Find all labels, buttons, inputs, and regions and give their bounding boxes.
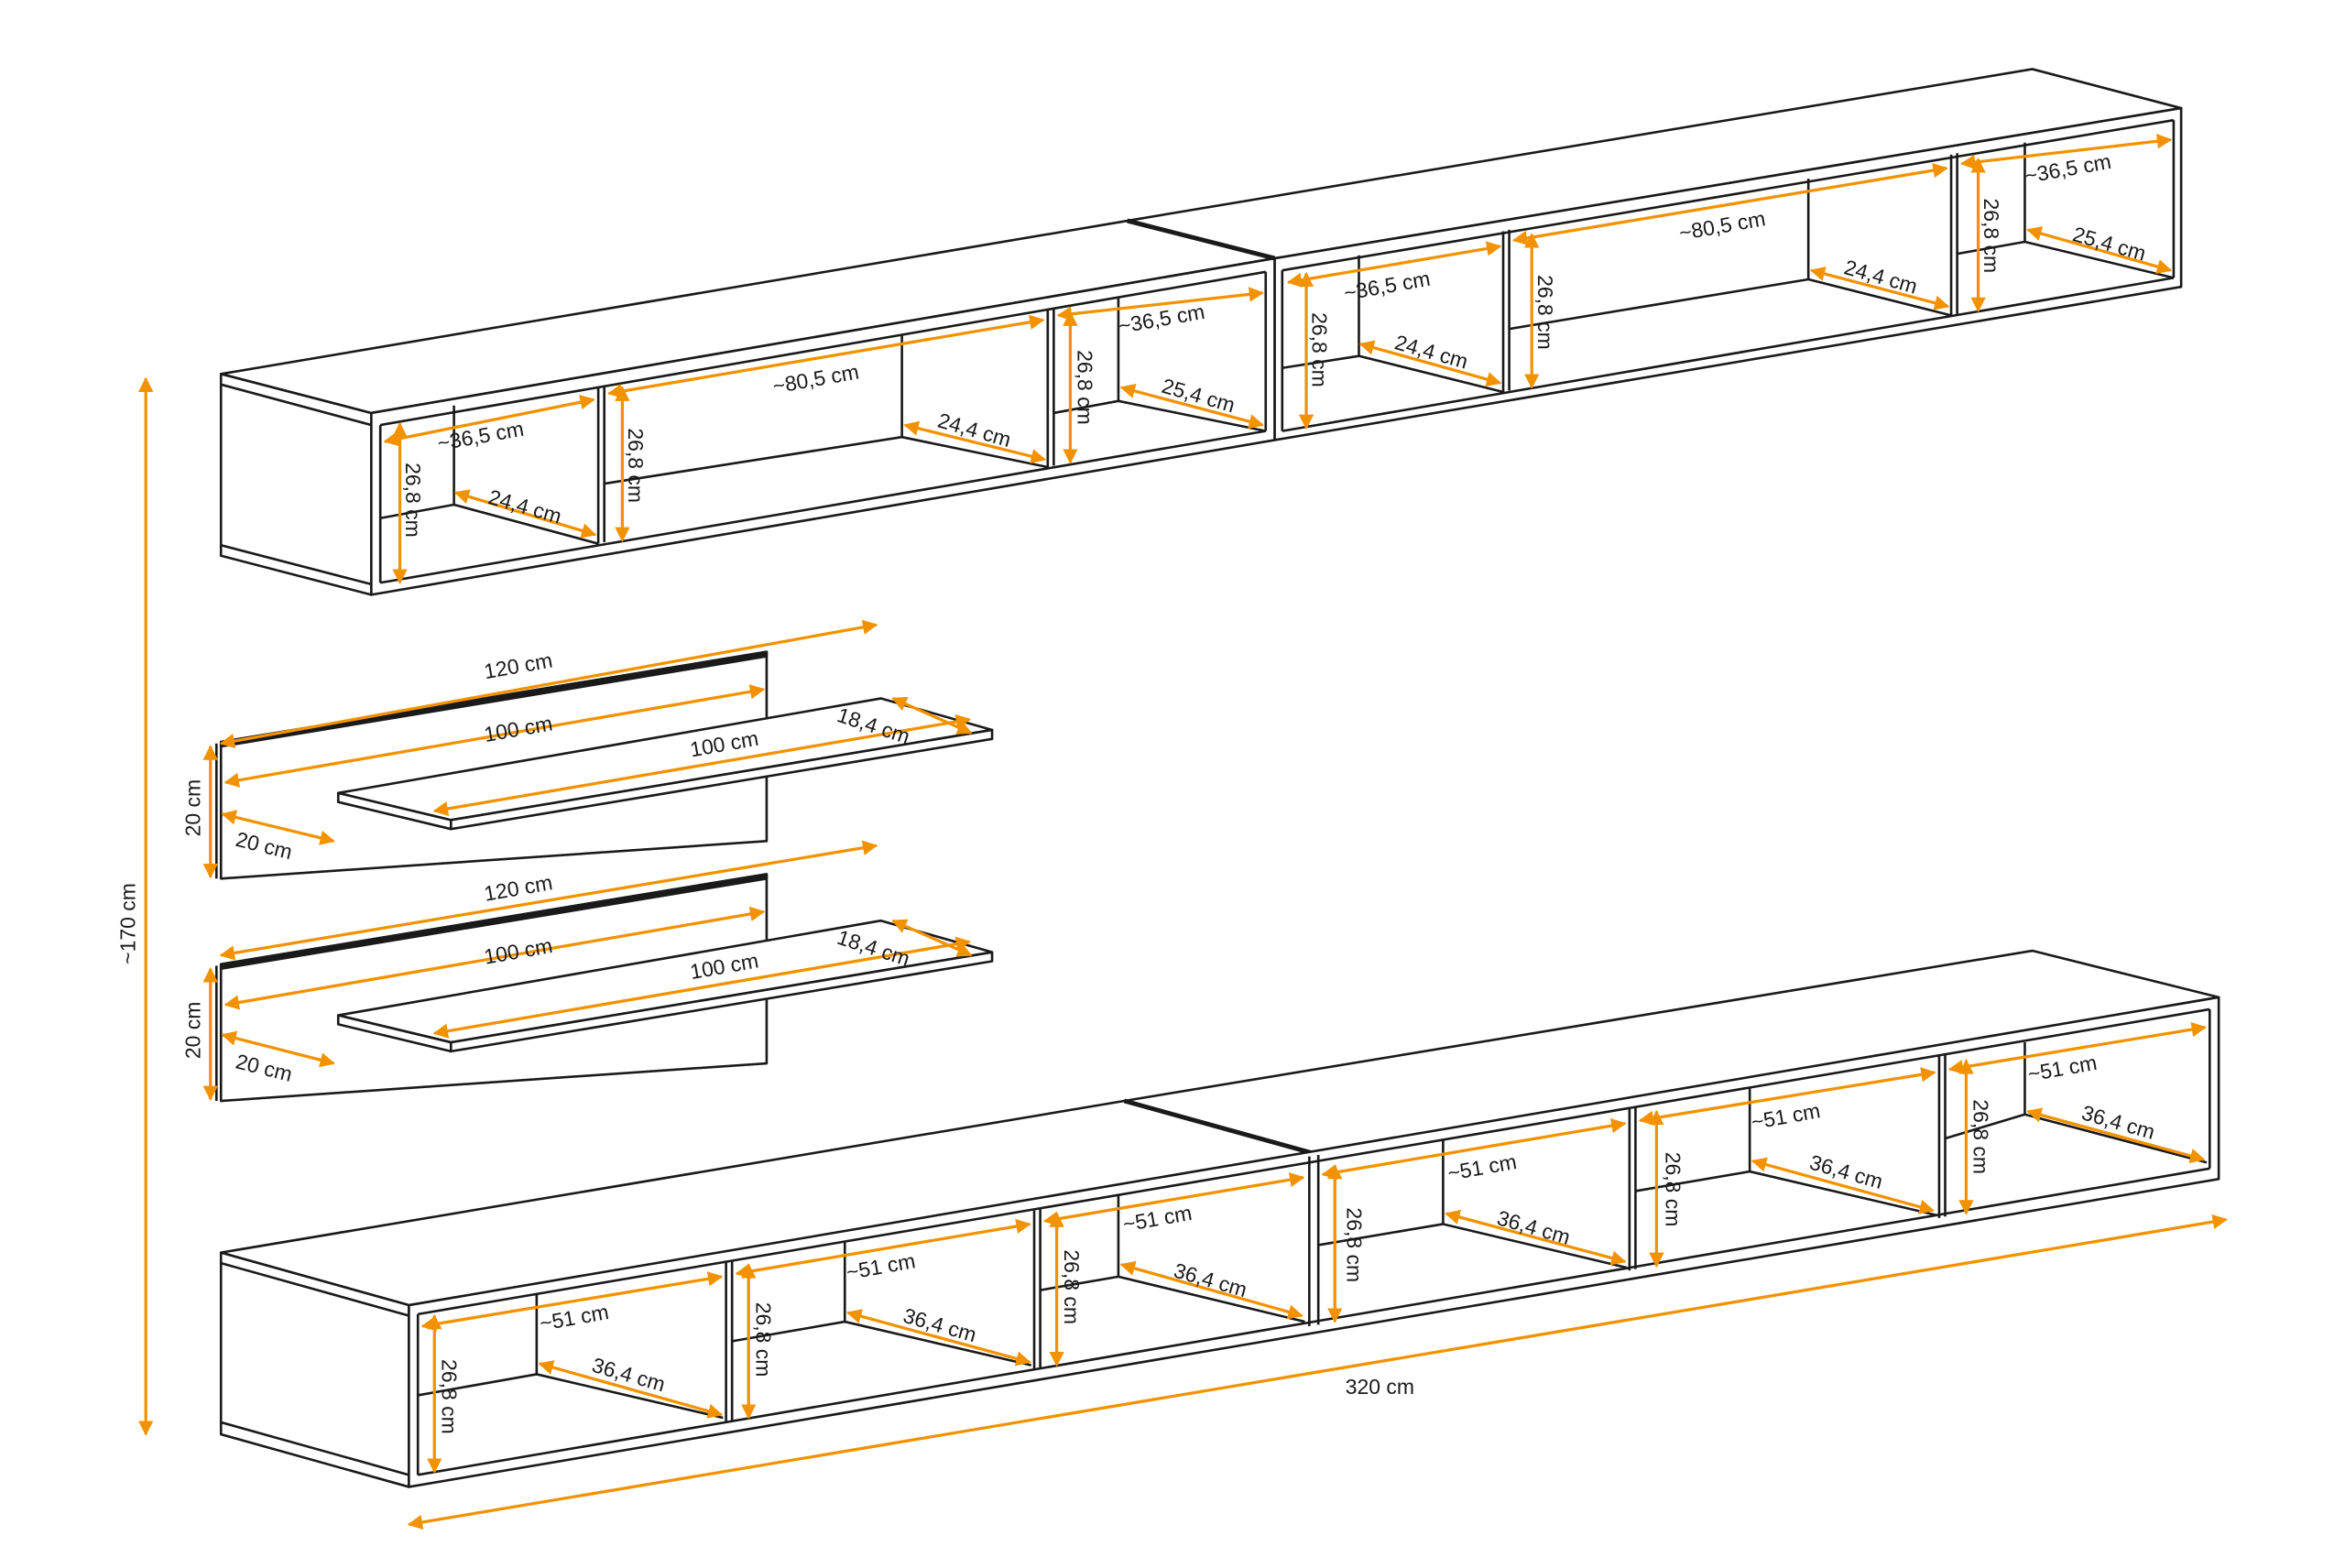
dim-arrow xyxy=(1056,287,1265,321)
upper-right-c3-height: 26,8 cm xyxy=(1980,198,2003,273)
upper-left-c1-height: 26,8 cm xyxy=(401,463,425,538)
dim-arrow xyxy=(606,314,1045,399)
dim-arrow xyxy=(221,1030,335,1068)
lower-c2-height: 26,8 cm xyxy=(751,1302,775,1377)
lower-c1-height: 26,8 cm xyxy=(437,1359,461,1434)
lower-c3-height: 26,8 cm xyxy=(1060,1249,1084,1324)
dim-arrow xyxy=(891,919,973,957)
dim-arrow xyxy=(1321,1117,1627,1180)
upper-unit-right xyxy=(1126,68,2183,441)
upper-left-c2-height: 26,8 cm xyxy=(624,428,648,503)
dim-arrow xyxy=(1751,1157,1935,1214)
upper-right-c1-height: 26,8 cm xyxy=(1308,312,1332,387)
dim-arrow xyxy=(903,420,1047,464)
lower-c4-height: 26,8 cm xyxy=(1342,1207,1366,1282)
overall-width-label: 320 cm xyxy=(1346,1375,1414,1399)
dim-arrow xyxy=(1119,383,1265,430)
shelf2-panel-height: 20 cm xyxy=(180,1002,204,1059)
upper-right-c2-height: 26,8 cm xyxy=(1533,275,1557,350)
dim-arrow xyxy=(2026,1107,2206,1163)
dim-arrow xyxy=(1959,134,2173,170)
upper-unit-left xyxy=(219,219,1276,596)
overall-width-arrow xyxy=(407,1214,2228,1530)
dim-arrow xyxy=(383,395,595,447)
dim-arrow xyxy=(432,713,972,817)
dim-arrow xyxy=(453,489,597,539)
dim-arrow xyxy=(1042,1172,1305,1226)
overall-height-label: ~170 cm xyxy=(116,883,140,964)
lower-c6-height: 26,8 cm xyxy=(1969,1099,1993,1174)
dim-arrow xyxy=(1638,1067,1936,1127)
dim-arrow xyxy=(2026,226,2173,275)
dim-arrow xyxy=(432,936,972,1039)
upper-left-c3-height: 26,8 cm xyxy=(1074,350,1097,425)
lower-c5-height: 26,8 cm xyxy=(1661,1152,1685,1227)
dim-arrow xyxy=(891,697,973,735)
dim-arrow xyxy=(1809,267,1950,310)
shelf1-panel-width: 120 cm xyxy=(482,648,554,683)
dim-arrow xyxy=(1511,163,1948,246)
dim-arrow xyxy=(1286,241,1502,288)
shelf1-panel-height: 20 cm xyxy=(180,779,204,836)
dim-arrow xyxy=(1358,340,1502,387)
dim-arrow xyxy=(1947,1021,2208,1075)
dim-arrow xyxy=(221,810,335,845)
